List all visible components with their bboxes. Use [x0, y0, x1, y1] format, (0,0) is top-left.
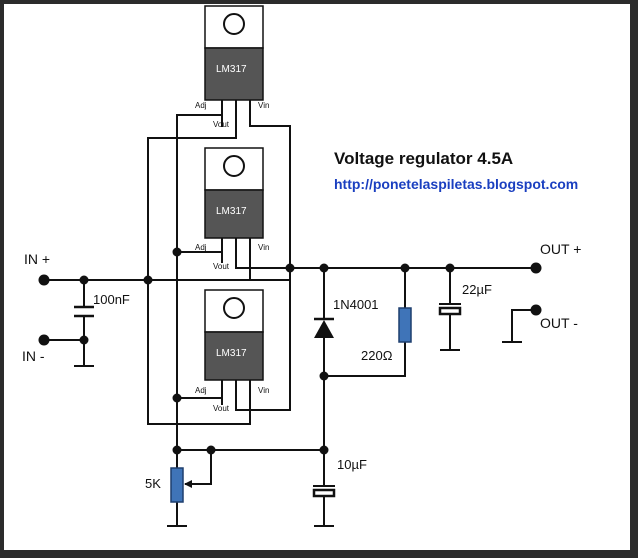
resistor-220	[398, 307, 412, 343]
resistor-220-label: 220Ω	[361, 348, 393, 363]
regulator-2-package	[204, 147, 264, 239]
capacitor-100nf-label: 100nF	[93, 292, 130, 307]
regulator-3-label: LM317	[216, 348, 247, 359]
reg3-vout-pin-label: Vout	[213, 404, 230, 413]
regulator-3-package	[204, 289, 264, 381]
reg3-vin-pin-label: Vin	[258, 386, 270, 395]
capacitor-22uf-label: 22µF	[462, 282, 492, 297]
regulator-2-label: LM317	[216, 206, 247, 217]
diode-1n4001	[314, 317, 334, 338]
reg3-adj-pin-label: Adj	[195, 386, 207, 395]
out-minus-label: OUT -	[540, 315, 578, 331]
capacitor-10uf-label: 10µF	[337, 457, 367, 472]
capacitor-100nf	[74, 305, 94, 318]
in-minus-label: IN -	[22, 348, 45, 364]
regulator-1-label: LM317	[216, 64, 247, 75]
reg2-vout-pin-label: Vout	[213, 262, 230, 271]
page-title: Voltage regulator 4.5A	[334, 149, 514, 168]
schematic-frame	[4, 4, 630, 550]
in-plus-label: IN +	[24, 251, 51, 267]
diode-label: 1N4001	[333, 297, 379, 312]
junction-dots	[79, 247, 455, 455]
out-plus-label: OUT +	[540, 241, 582, 257]
terminal-dots	[38, 262, 542, 346]
potentiometer-5k	[170, 467, 192, 503]
reg1-vin-pin-label: Vin	[258, 101, 270, 110]
reg2-adj-pin-label: Adj	[195, 243, 207, 252]
capacitor-10uf	[312, 488, 336, 498]
reg2-vin-pin-label: Vin	[258, 243, 270, 252]
blog-url-link[interactable]: http://ponetelaspiletas.blogspot.com	[334, 176, 579, 192]
reg1-vout-pin-label: Vout	[213, 120, 230, 129]
potentiometer-label: 5K	[145, 476, 161, 491]
capacitor-22uf	[438, 306, 462, 316]
regulator-1-package	[204, 5, 264, 101]
reg1-adj-pin-label: Adj	[195, 101, 207, 110]
